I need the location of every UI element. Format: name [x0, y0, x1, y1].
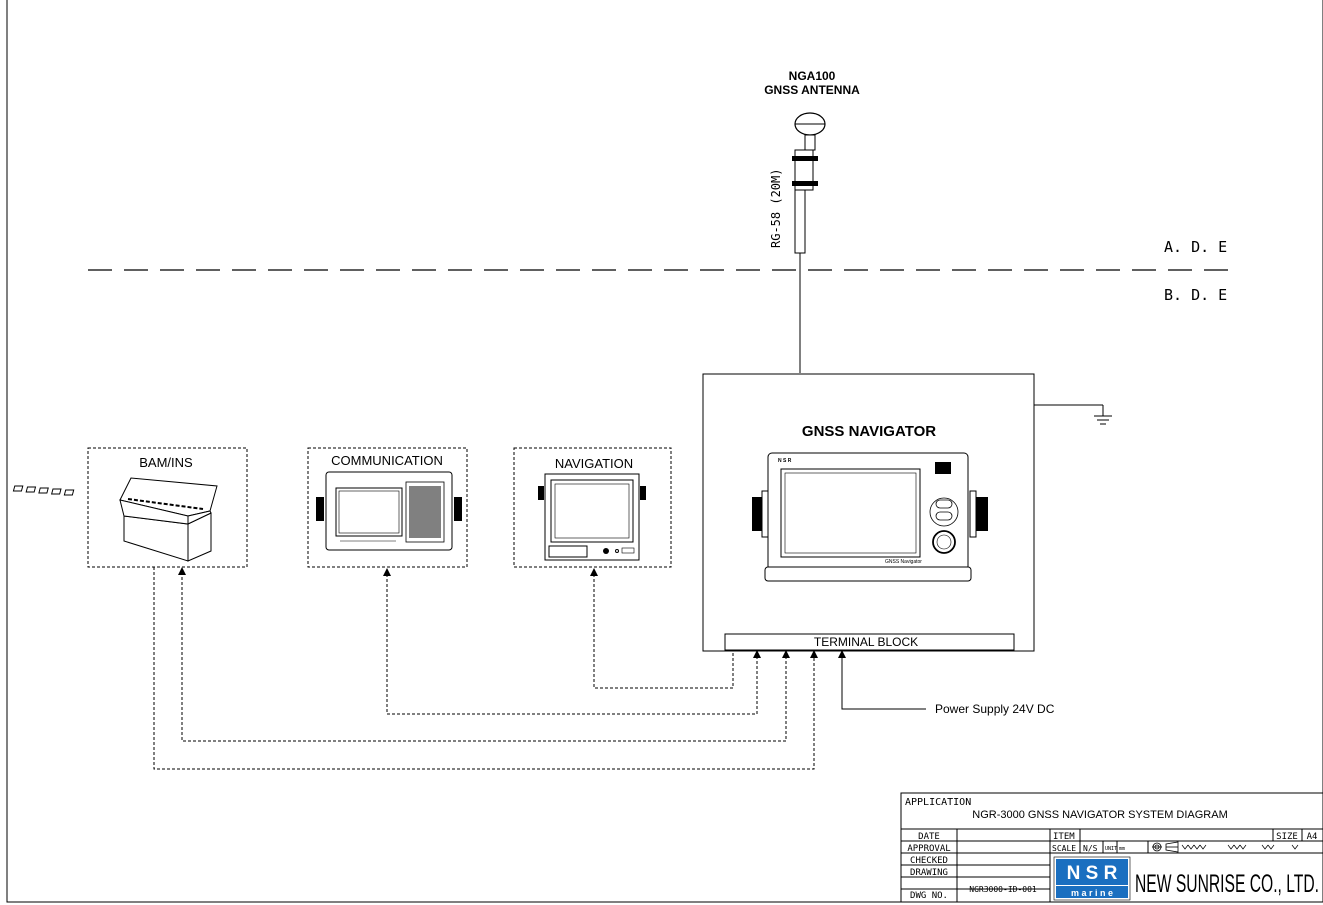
navigator-brand-label: N S R [778, 458, 792, 464]
wire-bam-ins-2 [153, 567, 815, 770]
wiring [153, 567, 815, 770]
scale-label: SCALE [1052, 844, 1076, 853]
navigation-box [513, 447, 672, 568]
drawing-label: DRAWING [910, 868, 948, 878]
checked-label: CHECKED [910, 856, 948, 866]
date-label: DATE [918, 832, 940, 842]
navigation-label: NAVIGATION [555, 456, 633, 471]
wire-communication [386, 574, 758, 715]
title-block [900, 792, 1323, 903]
unit-label: UNIT [1105, 846, 1117, 852]
item-label: ITEM [1053, 832, 1075, 842]
communication-unit-icon [316, 471, 462, 551]
antenna-model-label: NGA100 [789, 69, 836, 83]
communication-label: COMMUNICATION [331, 453, 443, 468]
navigator-title: GNSS NAVIGATOR [802, 423, 936, 440]
gnss-antenna-icon [792, 112, 826, 254]
size-value: A4 [1307, 832, 1318, 842]
nsr-logo [1053, 856, 1131, 901]
wire-arrows [178, 567, 846, 658]
terminal-block-label: TERMINAL BLOCK [814, 635, 918, 649]
nsr-logo-subtext: m a r i n e [1071, 888, 1113, 898]
unit-value: mm [1119, 846, 1125, 852]
communication-box [307, 447, 468, 568]
bam-ins-box [87, 447, 248, 568]
application-label: APPLICATION [905, 797, 971, 808]
below-deck-label: B. D. E [1164, 286, 1227, 304]
nsr-logo-text: N S R [1067, 863, 1118, 884]
surface-finish-symbols [1181, 844, 1299, 850]
antenna-name-label: GNSS ANTENNA [764, 83, 860, 97]
wire-bam-ins-1 [181, 572, 787, 742]
scale-value: N/S [1083, 844, 1098, 853]
alarm-panel-icon [12, 477, 218, 562]
antenna-cable-label: RG-58 (20M) [769, 169, 783, 248]
wire-power-supply [841, 651, 926, 710]
dwg-no-label: DWG NO. [910, 891, 948, 901]
navigator-unit-icon [752, 452, 988, 582]
approval-label: APPROVAL [907, 844, 950, 854]
wire-navigation [593, 574, 734, 689]
company-name: NEW SUNRISE CO., LTD. [1135, 870, 1319, 898]
terminal-block [724, 633, 1015, 651]
navigation-display-icon [538, 473, 646, 561]
above-deck-label: A. D. E [1164, 238, 1227, 256]
ground-icon [1034, 404, 1112, 425]
projection-symbol-icon [1152, 841, 1179, 853]
navigator-box [702, 373, 1035, 652]
navigator-model-label: GNSS Navigator [885, 559, 922, 565]
bam-ins-label: BAM/INS [139, 455, 193, 470]
drawing-frame [6, 0, 1323, 903]
dwg-no-value: NGR3000-ID-001 [969, 885, 1037, 894]
power-supply-label: Power Supply 24V DC [935, 702, 1055, 716]
drawing-title: NGR-3000 GNSS NAVIGATOR SYSTEM DIAGRAM [972, 809, 1228, 821]
size-label: SIZE [1276, 832, 1298, 842]
